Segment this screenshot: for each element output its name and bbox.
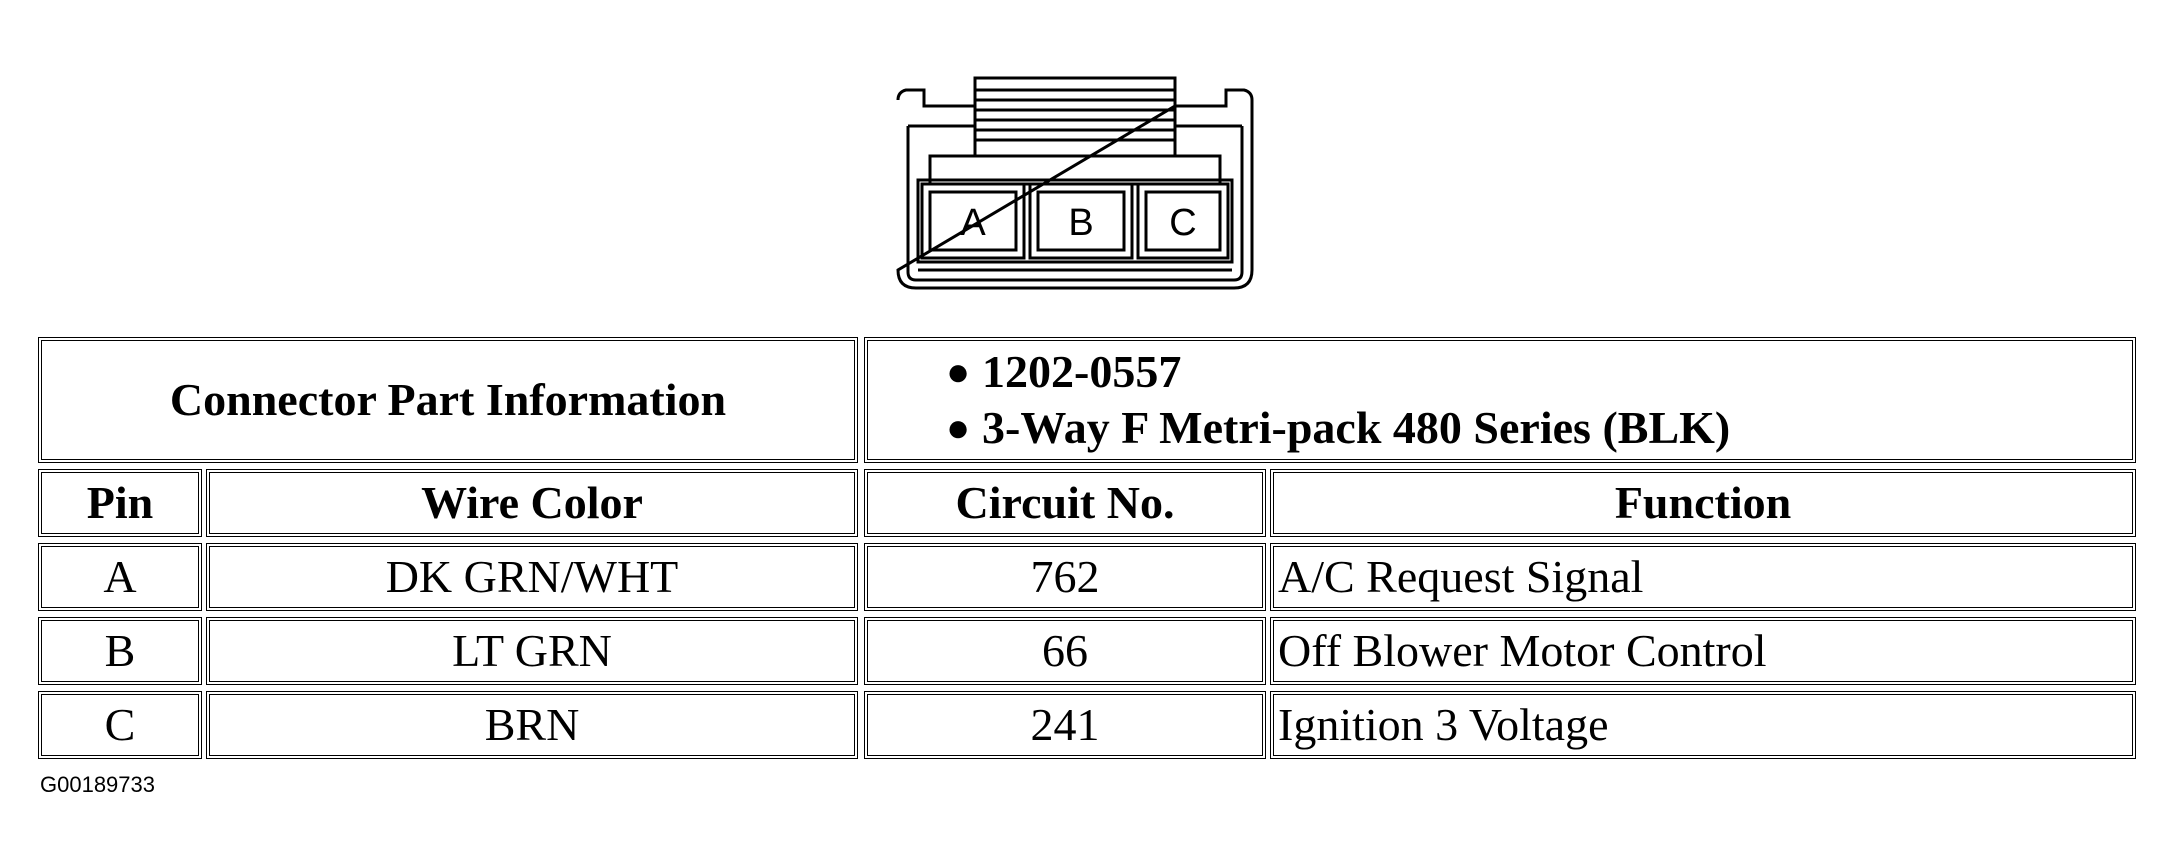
connector-housing bbox=[896, 88, 1254, 290]
pin-label-c: C bbox=[1169, 202, 1196, 244]
cell-wire-color: LT GRN bbox=[206, 617, 858, 685]
table-row: B LT GRN 66 Off Blower Motor Control bbox=[38, 617, 2136, 685]
header-circuit-no: Circuit No. bbox=[864, 469, 1266, 537]
header-function: Function bbox=[1270, 469, 2136, 537]
part-info-row: Connector Part Information ● 1202-0557 ●… bbox=[38, 337, 2136, 463]
bullet-icon: ● bbox=[946, 349, 971, 394]
part-info-list: ● 1202-0557 ● 3-Way F Metri-pack 480 Ser… bbox=[868, 344, 2132, 456]
table-row: A DK GRN/WHT 762 A/C Request Signal bbox=[38, 543, 2136, 611]
cell-wire-color: BRN bbox=[206, 691, 858, 759]
header-pin: Pin bbox=[38, 469, 202, 537]
connector-part-info-value: ● 1202-0557 ● 3-Way F Metri-pack 480 Ser… bbox=[864, 337, 2136, 463]
pin-label-a: A bbox=[960, 202, 986, 244]
table-row: C BRN 241 Ignition 3 Voltage bbox=[38, 691, 2136, 759]
header-wire-color: Wire Color bbox=[206, 469, 858, 537]
cell-function: Ignition 3 Voltage bbox=[1270, 691, 2136, 759]
cell-wire-color: DK GRN/WHT bbox=[206, 543, 858, 611]
figure-code: G00189733 bbox=[40, 772, 155, 797]
part-number: 1202-0557 bbox=[982, 346, 1182, 397]
cell-function: A/C Request Signal bbox=[1270, 543, 2136, 611]
cell-function: Off Blower Motor Control bbox=[1270, 617, 2136, 685]
cell-pin: C bbox=[38, 691, 202, 759]
cell-circuit-no: 66 bbox=[864, 617, 1266, 685]
connector-part-info-label: Connector Part Information bbox=[38, 337, 858, 463]
bullet-icon: ● bbox=[946, 405, 971, 450]
cell-circuit-no: 762 bbox=[864, 543, 1266, 611]
cell-pin: B bbox=[38, 617, 202, 685]
part-description: 3-Way F Metri-pack 480 Series (BLK) bbox=[982, 402, 1731, 453]
part-info-item: ● 3-Way F Metri-pack 480 Series (BLK) bbox=[946, 400, 2132, 456]
part-info-item: ● 1202-0557 bbox=[946, 344, 2132, 400]
cell-pin: A bbox=[38, 543, 202, 611]
cell-circuit-no: 241 bbox=[864, 691, 1266, 759]
connector-diagram: A B C bbox=[896, 76, 1254, 290]
pin-label-b: B bbox=[1068, 202, 1093, 244]
header-row: Pin Wire Color Circuit No. Function bbox=[38, 469, 2136, 537]
connector-cavities bbox=[920, 182, 1230, 260]
